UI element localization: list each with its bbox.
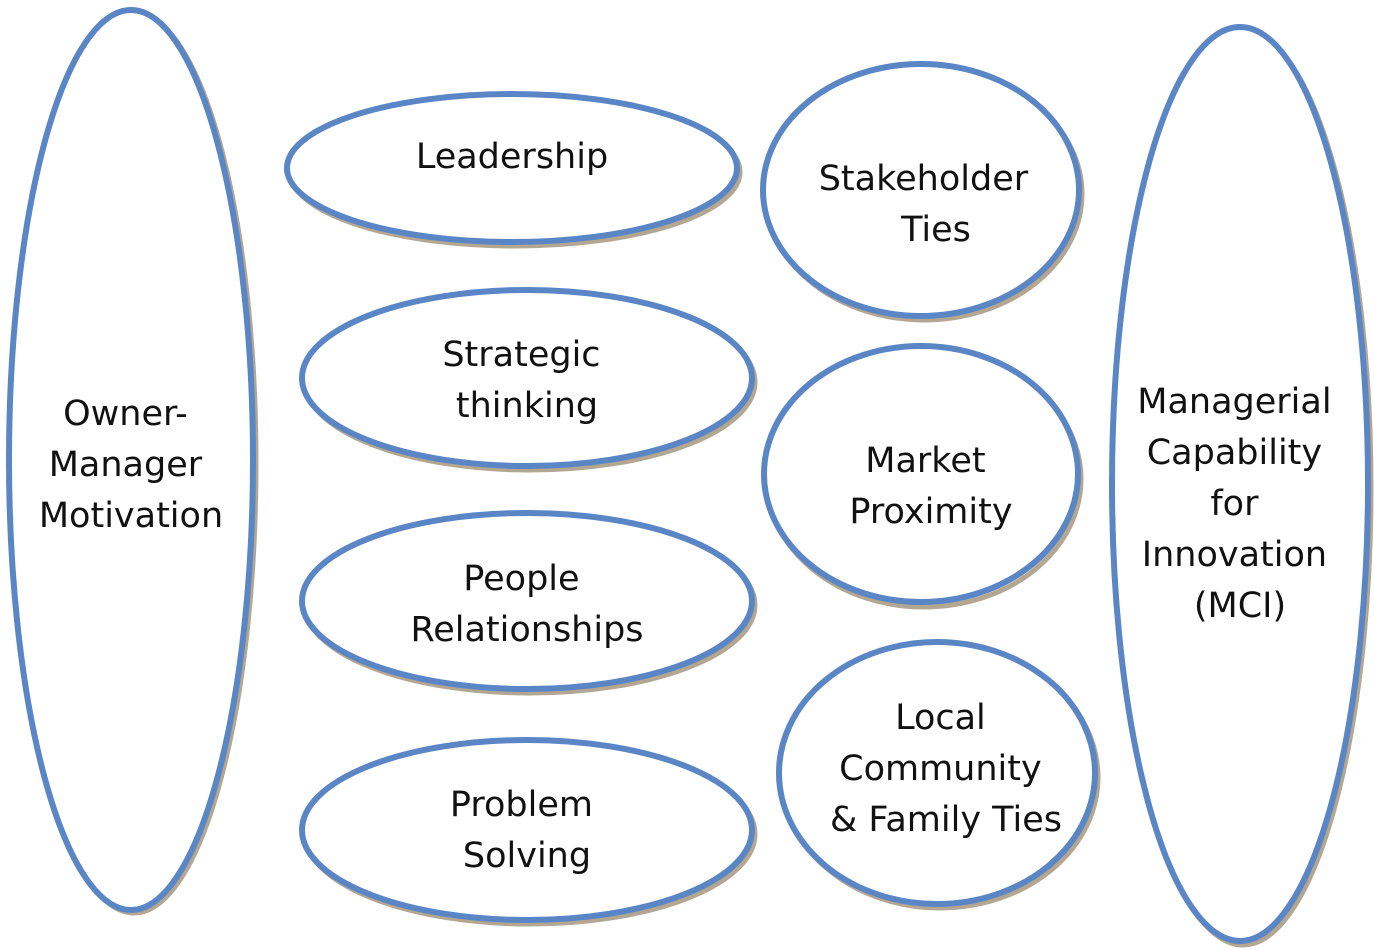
node-ellipse: [761, 343, 1081, 605]
node-label-line: Capability: [1147, 433, 1322, 473]
node-label-line: Strategic: [442, 335, 600, 375]
node-label: Owner- Manager Motivation: [39, 394, 223, 536]
node-strategic-thinking: Strategic thinking: [299, 287, 758, 473]
node-leadership: Leadership: [284, 91, 743, 249]
node-label-line: People: [463, 559, 579, 599]
node-label-line: Stakeholder: [819, 159, 1029, 199]
node-label-line: Problem: [450, 785, 593, 825]
node-stakeholder-ties: Stakeholder Ties: [760, 61, 1085, 323]
node-label-line: Proximity: [849, 492, 1012, 532]
node-label-line: Solving: [463, 836, 591, 876]
node-label-line: thinking: [456, 386, 598, 426]
node-ellipse: [299, 510, 755, 692]
node-problem-solving: Problem Solving: [299, 737, 758, 927]
node-label-line: for: [1210, 484, 1259, 524]
node-market-proximity: Market Proximity: [761, 343, 1084, 610]
node-label-line: & Family Ties: [830, 800, 1062, 840]
node-label-line: Community: [839, 749, 1042, 789]
node-label-line: Motivation: [39, 496, 223, 536]
node-label: Stakeholder Ties: [819, 159, 1040, 250]
node-ellipse: [299, 287, 755, 469]
node-label-line: Market: [865, 441, 985, 481]
node-label-line: (MCI): [1194, 586, 1286, 626]
node-people-relationships: People Relationships: [299, 510, 758, 696]
node-label: Leadership: [416, 137, 608, 177]
node-label: Managerial Capability for Innovation (MC…: [1137, 382, 1342, 626]
node-ellipse: [1109, 24, 1371, 944]
node-label: People Relationships: [410, 559, 643, 650]
node-managerial-capability-for-innovation: Managerial Capability for Innovation (MC…: [1109, 24, 1374, 948]
node-label-line: Innovation: [1142, 535, 1327, 575]
node-label: Local Community & Family Ties: [830, 698, 1062, 840]
node-local-community-family-ties: Local Community & Family Ties: [776, 639, 1101, 911]
node-ellipse: [284, 91, 740, 245]
node-ellipse: [760, 61, 1082, 319]
node-ellipse: [299, 737, 755, 923]
node-label-line: Leadership: [416, 137, 608, 177]
node-label-line: Owner-: [63, 394, 188, 434]
node-label-line: Relationships: [410, 610, 643, 650]
node-owner-manager-motivation: Owner- Manager Motivation: [6, 7, 259, 916]
node-ellipse: [776, 639, 1098, 907]
node-label: Market Proximity: [849, 441, 1012, 532]
node-label-line: Manager: [49, 445, 203, 485]
node-label: Strategic thinking: [442, 335, 611, 426]
node-label: Problem Solving: [450, 785, 604, 876]
node-label-line: Local: [895, 698, 986, 738]
node-label-line: Managerial: [1137, 382, 1331, 422]
node-ellipse: [6, 7, 256, 913]
node-label-line: Ties: [900, 210, 971, 250]
